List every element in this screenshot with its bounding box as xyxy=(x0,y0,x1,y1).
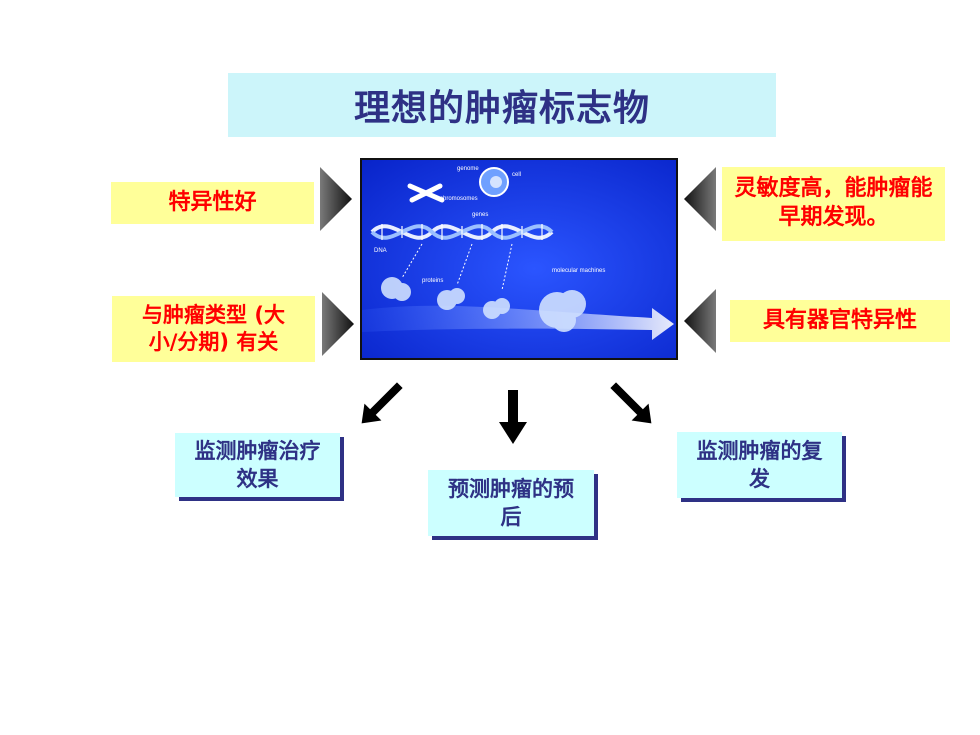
title-background xyxy=(228,73,776,137)
label-specificity-text: 特异性好 xyxy=(168,189,257,215)
machines-label: molecular machines xyxy=(552,268,605,274)
genes-label: genes xyxy=(472,212,488,218)
outcome-prognosis-text: 预测肿瘤的预后 xyxy=(448,476,574,529)
arrow-down-icon xyxy=(499,390,527,444)
label-tumor-type-text: 与肿瘤类型 (大小/分期) 有关 xyxy=(142,302,285,354)
left-pointer-icon xyxy=(684,289,716,353)
proteins-label: proteins xyxy=(422,278,443,284)
label-specificity: 特异性好 xyxy=(111,182,314,224)
right-pointer-icon xyxy=(322,292,354,356)
outcome-monitor-treatment-text: 监测肿瘤治疗效果 xyxy=(194,438,321,491)
dna-label: DNA xyxy=(374,248,387,254)
outcome-prognosis: 预测肿瘤的预后 xyxy=(428,470,594,536)
outcome-recurrence-text: 监测肿瘤的复发 xyxy=(696,438,823,491)
genome-illustration: genome cell chromosomes genes DNA protei… xyxy=(360,158,678,360)
label-sensitivity-text: 灵敏度高，能肿瘤能早期发现。 xyxy=(734,176,933,230)
cell-label: cell xyxy=(512,172,521,178)
arrow-down-right-icon xyxy=(610,382,652,424)
arrow-down-left-icon xyxy=(361,382,403,424)
slide-title: 理想的肿瘤标志物 xyxy=(353,88,650,129)
genome-label: genome xyxy=(457,166,479,172)
right-pointer-icon xyxy=(320,167,352,231)
outcome-recurrence: 监测肿瘤的复发 xyxy=(677,432,842,498)
chromosomes-label: chromosomes xyxy=(440,196,478,202)
outcome-monitor-treatment: 监测肿瘤治疗效果 xyxy=(175,433,340,497)
left-pointer-icon xyxy=(684,167,716,231)
label-organ-specificity-text: 具有器官特异性 xyxy=(762,307,917,333)
label-sensitivity: 灵敏度高，能肿瘤能早期发现。 xyxy=(722,167,945,241)
label-tumor-type: 与肿瘤类型 (大小/分期) 有关 xyxy=(112,296,315,362)
label-organ-specificity: 具有器官特异性 xyxy=(730,300,950,342)
